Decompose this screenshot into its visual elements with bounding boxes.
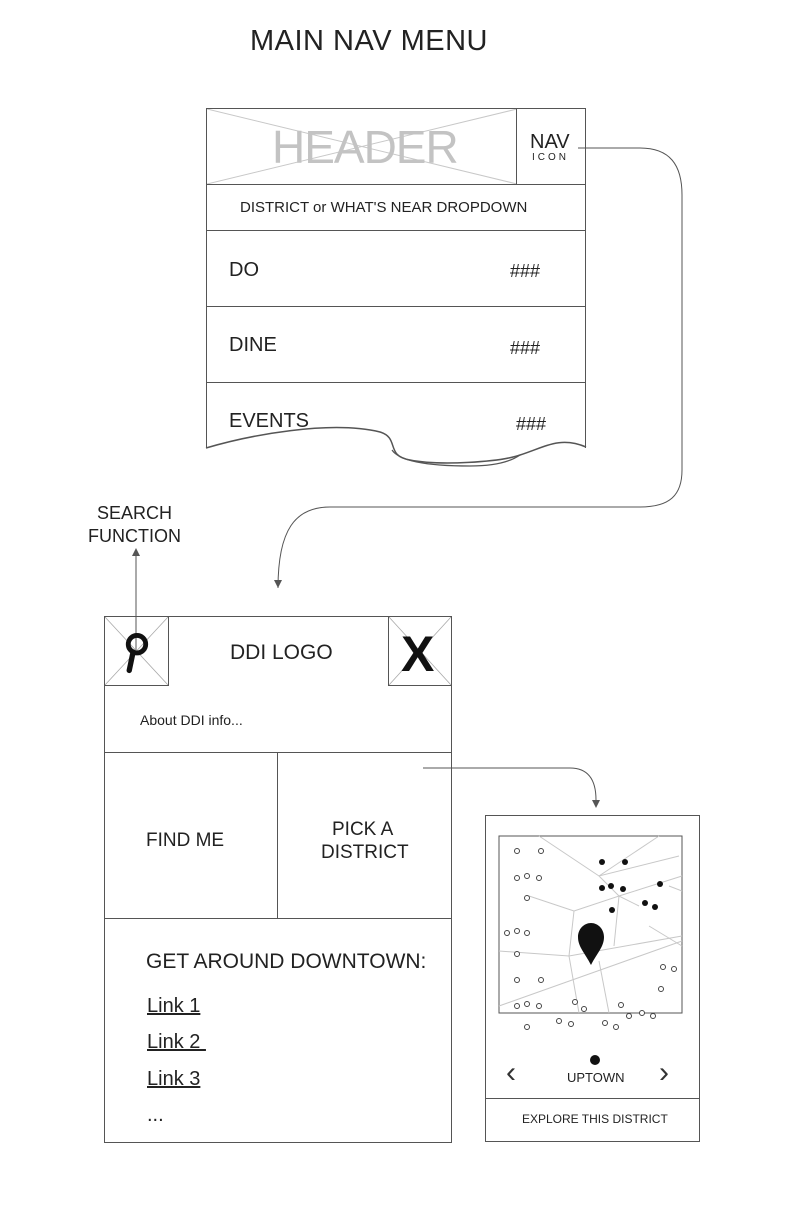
link-2[interactable]: Link 2 — [147, 1031, 206, 1053]
divider — [485, 1098, 700, 1099]
close-button[interactable]: X — [388, 616, 452, 686]
link-3[interactable]: Link 3 — [147, 1068, 201, 1090]
menu-item-dine-label[interactable]: DINE — [229, 334, 277, 356]
find-me-button[interactable]: FIND ME — [146, 830, 225, 851]
get-around-heading: GET AROUND DOWNTOWN: — [146, 950, 427, 973]
district-dropdown[interactable]: DISTRICT or WHAT'S NEAR DROPDOWN — [240, 199, 528, 216]
nav-icon-label: NAV — [530, 131, 570, 153]
diagram-title: MAIN NAV MENU — [250, 25, 488, 57]
carousel-indicator-dot — [590, 1055, 600, 1065]
menu-item-events-label[interactable]: EVENTS — [229, 410, 310, 432]
nav-icon-sublabel: ICON — [532, 152, 569, 163]
menu-item-do-count: ### — [510, 261, 541, 281]
district-map[interactable] — [498, 835, 683, 1030]
nav-icon-button[interactable]: NAV ICON — [516, 108, 586, 185]
menu-item-do-label[interactable]: DO — [229, 259, 259, 281]
pick-district-line2[interactable]: DISTRICT — [321, 842, 409, 863]
menu-item-dine-count: ### — [510, 338, 541, 358]
chevron-right-icon[interactable]: › — [659, 1056, 669, 1089]
ddi-logo: DDI LOGO — [230, 641, 333, 664]
divider — [206, 184, 586, 185]
search-button[interactable] — [104, 616, 169, 686]
search-icon — [125, 633, 149, 674]
about-ddi-info: About DDI info... — [140, 712, 243, 728]
divider — [206, 382, 586, 383]
pick-district-line1[interactable]: PICK A — [332, 819, 394, 840]
divider — [104, 752, 452, 753]
nav-panel-frame — [104, 616, 452, 1143]
divider — [277, 752, 278, 919]
explore-district-button[interactable]: EXPLORE THIS DISTRICT — [522, 1112, 668, 1126]
menu-item-events-count: ### — [516, 414, 547, 434]
more-links-ellipsis: ... — [147, 1104, 164, 1126]
link-1[interactable]: Link 1 — [147, 995, 201, 1017]
district-name: UPTOWN — [567, 1070, 625, 1085]
header-label: HEADER — [272, 121, 459, 173]
chevron-left-icon[interactable]: ‹ — [506, 1056, 516, 1089]
district-card-frame — [485, 815, 700, 1142]
divider — [206, 230, 586, 231]
divider — [104, 918, 452, 919]
search-function-label-line2: FUNCTION — [88, 526, 181, 546]
map-pin-icon — [578, 923, 604, 965]
search-function-label-line1: SEARCH — [97, 503, 173, 523]
divider — [206, 306, 586, 307]
close-icon: X — [401, 626, 435, 682]
